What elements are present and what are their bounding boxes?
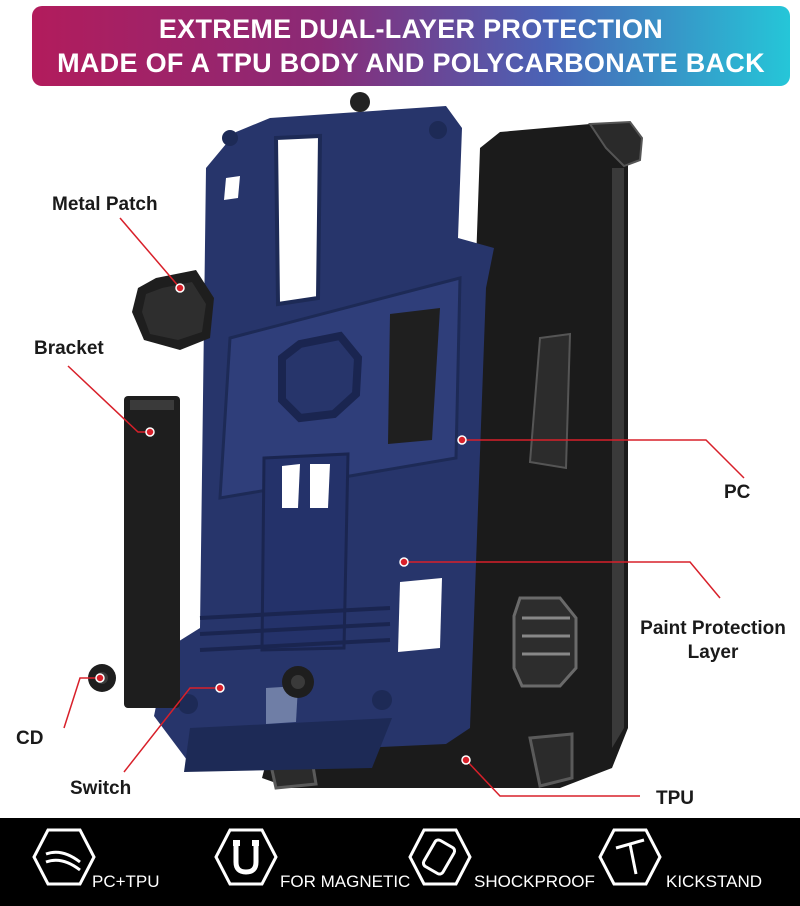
- callout-paint-line-2: Layer: [687, 642, 739, 663]
- callout-dots: [95, 283, 471, 765]
- feature-bar: PC+TPU FOR MAGNETIC SHOCKPROOF KICKSTAND: [0, 818, 800, 906]
- callout-bracket: Bracket: [34, 338, 104, 359]
- feature-label-shockproof: SHOCKPROOF: [474, 872, 595, 891]
- layers-icon: [32, 828, 96, 886]
- callout-metal-patch: Metal Patch: [52, 194, 158, 215]
- feature-kickstand: KICKSTAND: [596, 818, 796, 906]
- feature-shockproof: SHOCKPROOF: [404, 818, 600, 906]
- callout-tpu: TPU: [656, 788, 694, 809]
- callout-paint-protection: Paint Protection Layer: [636, 618, 790, 664]
- product-illustration: Metal Patch Bracket CD Switch PC Paint P…: [0, 88, 800, 818]
- phone-shock-icon: [408, 828, 472, 886]
- feature-pc-tpu: PC+TPU: [20, 818, 200, 906]
- metal-patch-disc: [132, 270, 214, 350]
- feature-label-kickstand: KICKSTAND: [666, 872, 763, 891]
- feature-label-pc-tpu: PC+TPU: [92, 872, 160, 891]
- banner-line-2: MADE OF A TPU BODY AND POLYCARBONATE BAC…: [57, 48, 765, 78]
- top-screw: [350, 92, 370, 112]
- feature-label-magnetic: FOR MAGNETIC: [280, 872, 411, 891]
- blue-case: [154, 106, 494, 772]
- feature-magnetic: FOR MAGNETIC: [212, 818, 412, 906]
- callout-lines: [63, 217, 745, 797]
- magnet-icon: [214, 828, 278, 886]
- bracket-plate: [124, 396, 180, 708]
- black-shell: [262, 120, 644, 790]
- banner-line-1: EXTREME DUAL-LAYER PROTECTION: [158, 14, 664, 44]
- callout-switch: Switch: [70, 778, 132, 799]
- kickstand-icon: [598, 828, 662, 886]
- callout-cd: CD: [16, 728, 44, 749]
- exploded-case-diagram: [63, 92, 745, 797]
- title-banner: EXTREME DUAL-LAYER PROTECTION MADE OF A …: [32, 6, 790, 86]
- callout-paint-line-1: Paint Protection: [640, 618, 786, 639]
- callout-pc: PC: [724, 482, 751, 503]
